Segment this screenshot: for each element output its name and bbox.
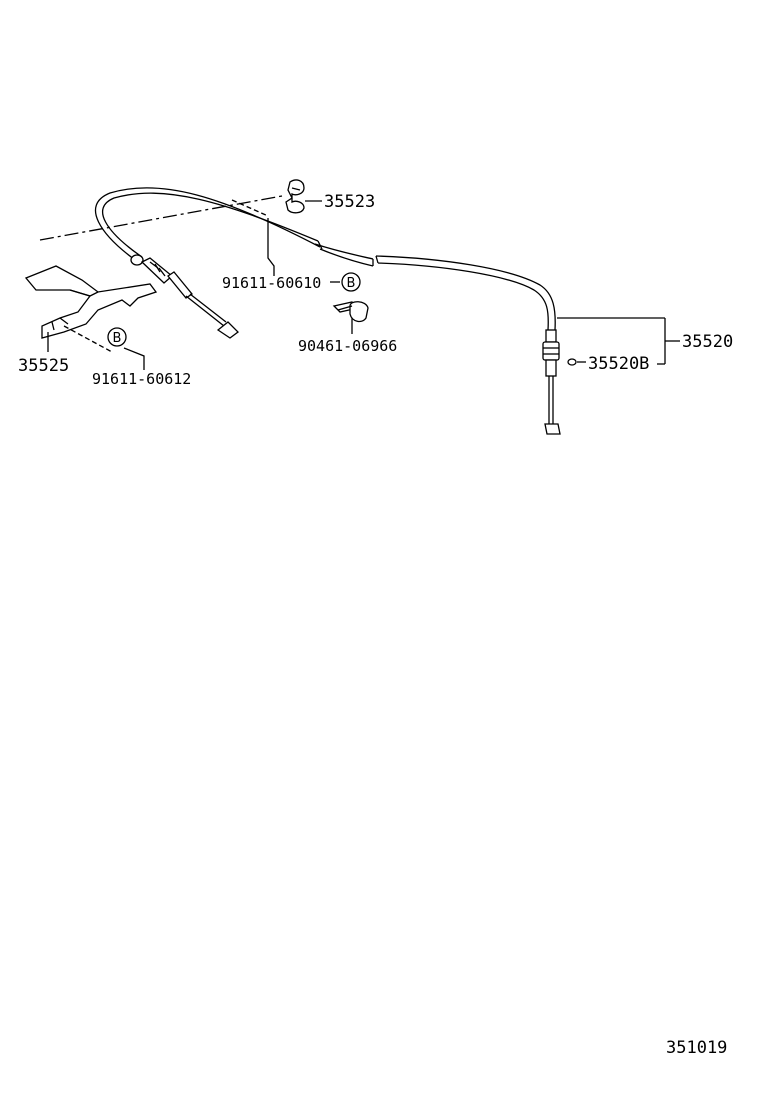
upper-bolt-marker: B <box>341 272 361 292</box>
label-cable-assy[interactable]: 35520 <box>682 332 733 352</box>
clamp-illustration <box>285 179 305 214</box>
label-cable-sub[interactable]: 35520B <box>588 354 649 374</box>
label-clamp[interactable]: 35523 <box>324 192 375 212</box>
label-bolt-lower[interactable]: 91611-60612 <box>92 370 191 388</box>
bracket-illustration <box>24 265 158 339</box>
diagram-number: 351019 <box>666 1038 727 1058</box>
leader-bolt-lower <box>123 347 145 370</box>
label-bracket[interactable]: 35525 <box>18 356 69 376</box>
lower-bolt-marker-letter: B <box>113 331 122 346</box>
leader-cable-assy-bracket <box>557 317 680 365</box>
lower-bolt-axis <box>63 325 113 353</box>
grommet-illustration <box>332 301 369 323</box>
label-grommet[interactable]: 90461-06966 <box>298 337 397 355</box>
leader-bolt-upper <box>267 218 275 276</box>
cable-left-end-fitting <box>130 254 239 339</box>
center-line <box>39 195 283 241</box>
lower-bolt-marker: B <box>107 327 127 347</box>
cable-right-segment <box>375 255 561 435</box>
label-bolt-upper[interactable]: 91611-60610 <box>222 274 321 292</box>
washer-illustration <box>567 358 577 366</box>
upper-bolt-axis <box>231 199 269 217</box>
upper-bolt-marker-letter: B <box>347 276 356 291</box>
cable-upper-segment <box>94 187 374 267</box>
